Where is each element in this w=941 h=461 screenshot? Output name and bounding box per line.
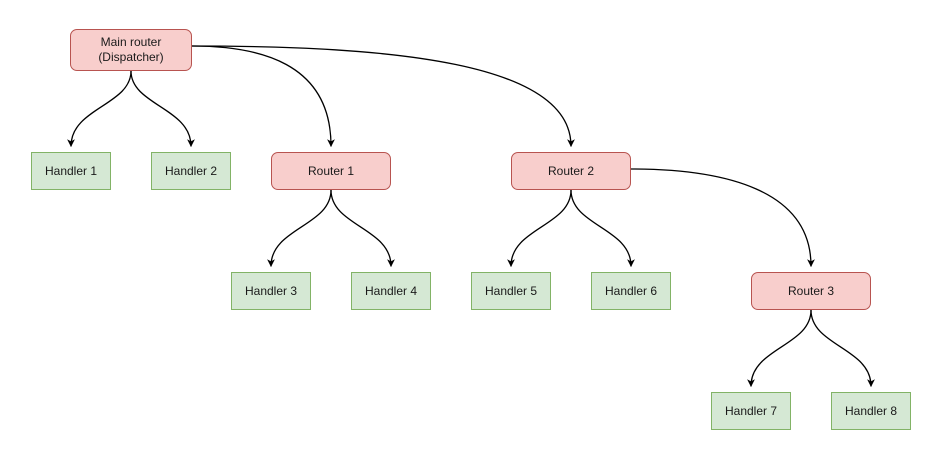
node-handler-6[interactable]: Handler 6 bbox=[591, 272, 671, 310]
node-label-router-3: Router 3 bbox=[787, 283, 835, 298]
edge-router-2-to-handler-5 bbox=[507, 189, 572, 268]
node-label-handler-8: Handler 8 bbox=[844, 403, 898, 418]
node-label-router-1: Router 1 bbox=[307, 163, 355, 178]
edge-main-to-router-1 bbox=[191, 45, 335, 148]
edge-router-2-to-handler-6 bbox=[570, 189, 635, 268]
edge-router-1-to-handler-3 bbox=[267, 189, 332, 268]
node-router-2[interactable]: Router 2 bbox=[511, 152, 631, 190]
node-handler-4[interactable]: Handler 4 bbox=[351, 272, 431, 310]
node-label-handler-6: Handler 6 bbox=[604, 283, 658, 298]
node-handler-1[interactable]: Handler 1 bbox=[31, 152, 111, 190]
node-label-main-router: Main router (Dispatcher) bbox=[98, 35, 164, 64]
node-label-handler-5: Handler 5 bbox=[484, 283, 538, 298]
node-router-1[interactable]: Router 1 bbox=[271, 152, 391, 190]
node-label-router-2: Router 2 bbox=[547, 163, 595, 178]
node-label-handler-3: Handler 3 bbox=[244, 283, 298, 298]
node-label-handler-4: Handler 4 bbox=[364, 283, 418, 298]
node-handler-5[interactable]: Handler 5 bbox=[471, 272, 551, 310]
node-router-3[interactable]: Router 3 bbox=[751, 272, 871, 310]
node-label-handler-1: Handler 1 bbox=[44, 163, 98, 178]
node-handler-7[interactable]: Handler 7 bbox=[711, 392, 791, 430]
edge-router-3-to-handler-7 bbox=[747, 309, 812, 388]
edge-router-2-to-router-3 bbox=[630, 168, 815, 268]
node-label-handler-7: Handler 7 bbox=[724, 403, 778, 418]
edge-main-to-router-2 bbox=[191, 45, 575, 148]
node-handler-8[interactable]: Handler 8 bbox=[831, 392, 911, 430]
node-handler-3[interactable]: Handler 3 bbox=[231, 272, 311, 310]
node-main-router[interactable]: Main router (Dispatcher) bbox=[70, 29, 192, 71]
edge-main-to-handler-1 bbox=[67, 70, 132, 148]
edges-group bbox=[67, 45, 875, 388]
node-label-handler-2: Handler 2 bbox=[164, 163, 218, 178]
edge-router-3-to-handler-8 bbox=[810, 309, 875, 388]
node-handler-2[interactable]: Handler 2 bbox=[151, 152, 231, 190]
edge-router-1-to-handler-4 bbox=[330, 189, 395, 268]
edge-main-to-handler-2 bbox=[130, 70, 195, 148]
